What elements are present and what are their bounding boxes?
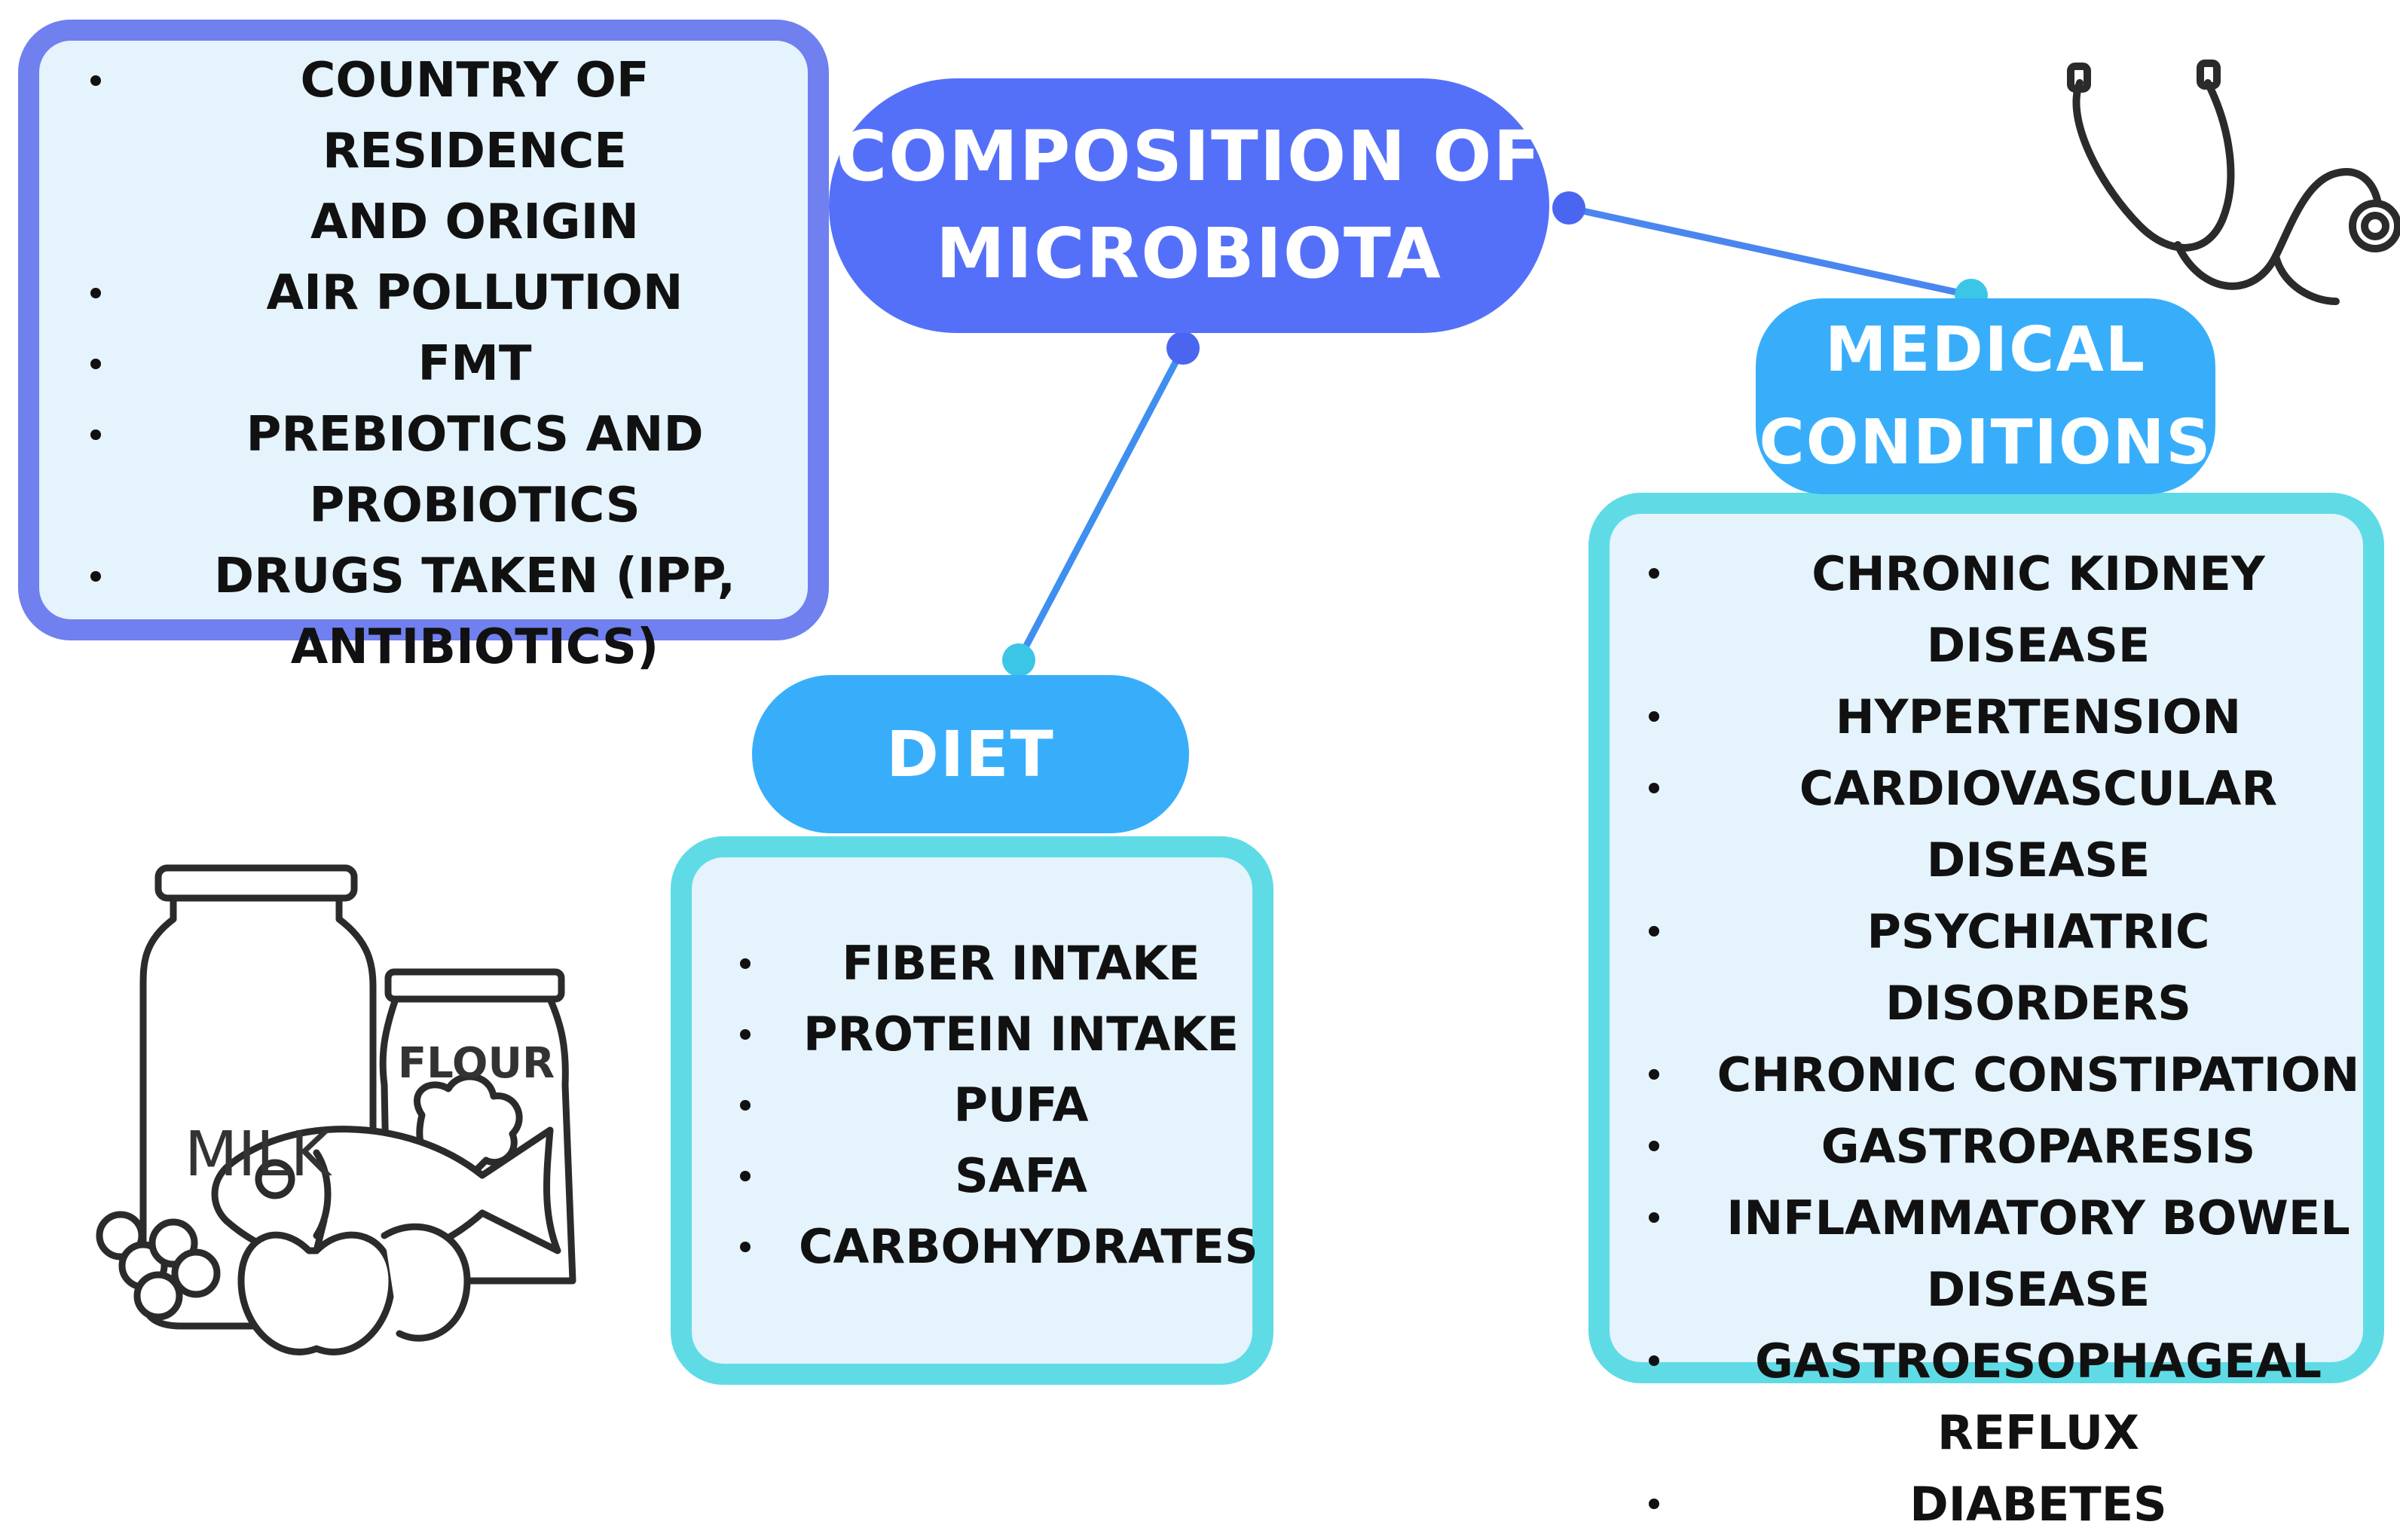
list-item: PSYCHIATRIC DISORDERS (1643, 896, 2366, 1039)
bullet-icon (90, 288, 101, 298)
list-item: CARDIOVASCULAR DISEASE (1643, 753, 2366, 896)
bullet-icon (740, 958, 751, 969)
flour-bag-top (384, 968, 565, 1003)
bullet-icon (740, 1100, 751, 1111)
medical-label-line-2: CONDITIONS (1759, 407, 2212, 478)
milk-label: MILK (185, 1119, 333, 1190)
medical-conditions-pill: MEDICAL CONDITIONS (1756, 298, 2215, 494)
list-item: CHRONIC CONSTIPATION (1643, 1039, 2366, 1111)
diet-box (671, 836, 1273, 1385)
bullet-icon (1649, 1212, 1659, 1223)
list-item: PUFA (731, 1070, 1243, 1141)
bullet-icon (90, 571, 101, 582)
bullet-icon (1649, 568, 1659, 579)
diet-pill: DIET (752, 675, 1189, 833)
connector-dot-title-bottom (1166, 332, 1200, 365)
bullet-icon (1649, 711, 1659, 722)
factors-box (18, 20, 829, 640)
fish (211, 1126, 561, 1269)
list-item: CARBOHYDRATES (731, 1212, 1258, 1282)
title-line-2: MICROBIOTA (936, 213, 1442, 294)
bullet-icon (90, 359, 101, 369)
bullet-icon (740, 1029, 751, 1040)
medical-label-line-1: MEDICAL (1824, 314, 2147, 386)
food-groceries-icon: MILK FLOUR (96, 864, 576, 1355)
list-item: PROTEIN INTAKE (731, 999, 1243, 1070)
list-item: FIBER INTAKE (731, 928, 1243, 999)
main-title-pill: COMPOSITION OF MICROBIOTA (829, 78, 1549, 333)
list-item: AIR POLLUTION (83, 258, 784, 328)
bullet-icon (1649, 1499, 1659, 1509)
bullet-icon (90, 75, 101, 86)
list-item: SAFA (731, 1141, 1243, 1212)
connector-dot-title-right (1552, 191, 1585, 225)
list-item: DIABETES (1643, 1468, 2366, 1540)
diet-list: FIBER INTAKE PROTEIN INTAKE PUFA SAFA CA… (731, 928, 1258, 1282)
list-item: DRUGS TAKEN (IPP,ANTIBIOTICS) (83, 541, 784, 683)
bullet-icon (1649, 1355, 1659, 1366)
list-item: FMT (83, 328, 784, 399)
list-item: CHRONIC KIDNEY DISEASE (1643, 538, 2366, 681)
apple-slice (381, 1223, 471, 1342)
flour-label: FLOUR (398, 1039, 555, 1088)
connector-lines (1002, 191, 1988, 677)
bullet-icon (90, 429, 101, 440)
connector-dot-diet-top (1002, 643, 1035, 677)
list-item: GASTROPARESIS (1643, 1111, 2366, 1182)
bullet-icon (1649, 1141, 1659, 1151)
stethoscope-icon (2067, 60, 2400, 305)
bullet-icon (740, 1171, 751, 1181)
medical-conditions-box (1588, 493, 2384, 1383)
bullet-icon (1649, 783, 1659, 793)
medical-conditions-list: CHRONIC KIDNEY DISEASE HYPERTENSION CARD… (1643, 538, 2366, 1540)
bullet-icon (1649, 1069, 1659, 1080)
title-line-1: COMPOSITION OF (836, 116, 1542, 197)
list-item: HYPERTENSION (1643, 681, 2366, 753)
bullet-icon (1649, 926, 1659, 937)
bullet-icon (740, 1242, 751, 1252)
apple (237, 1231, 396, 1355)
milk-jar-lid (154, 864, 358, 902)
